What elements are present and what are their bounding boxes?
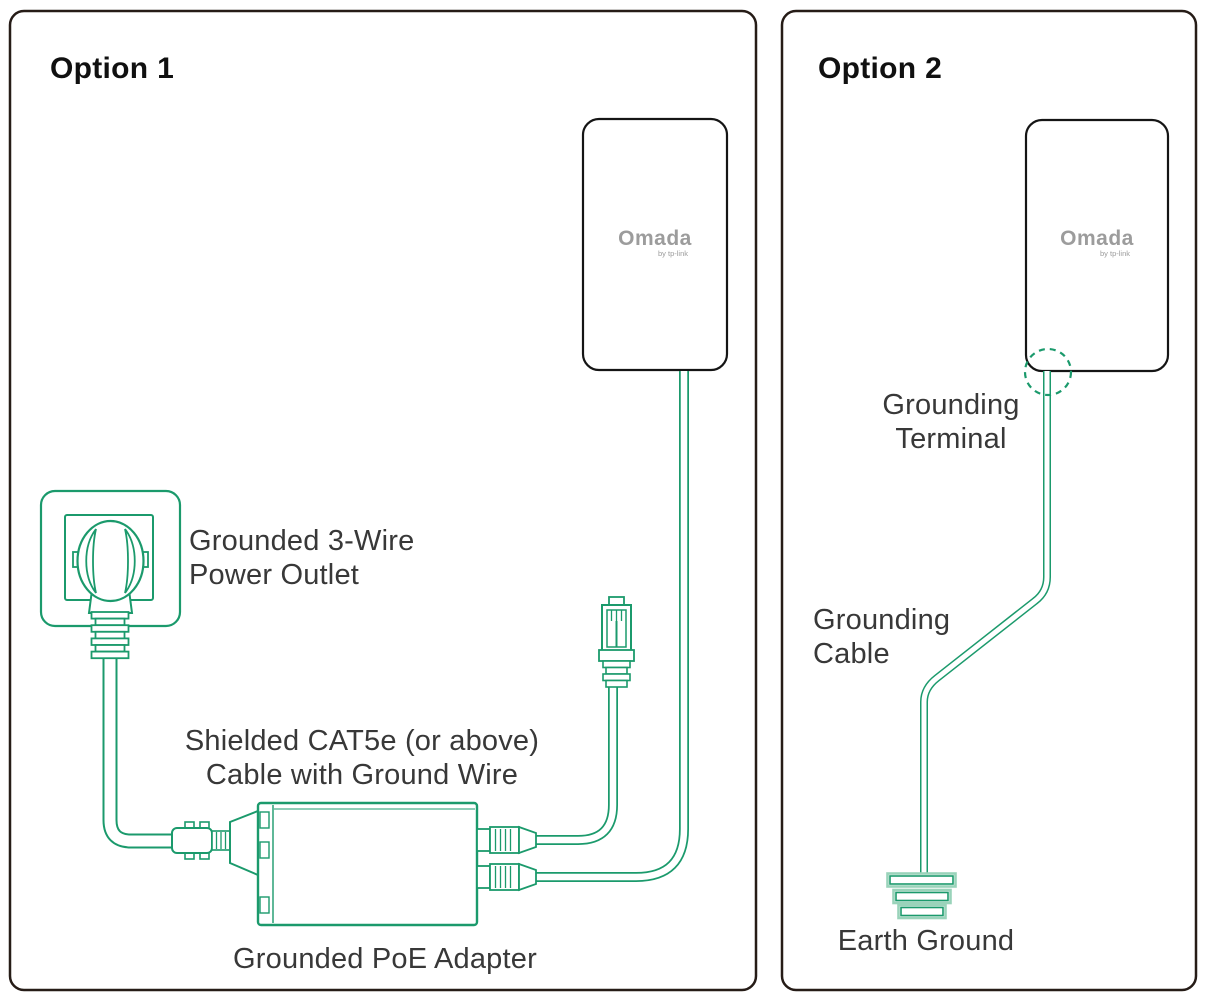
adapter-port-bottom — [476, 862, 537, 892]
grounding-cable-core — [921, 371, 1050, 875]
rj45-collar — [598, 649, 635, 662]
power-cord-core — [104, 650, 173, 847]
power-cord — [102, 650, 173, 849]
rib — [602, 660, 631, 669]
earth-bar3 — [900, 906, 944, 917]
label-terminal-line1: Grounding — [882, 389, 1019, 421]
option1-title: Option 1 — [50, 52, 174, 85]
panel-option2: Option 2 Omada by tp-link Grounding Term… — [780, 9, 1198, 992]
adapter-vent — [259, 811, 270, 829]
access-point-outline — [581, 117, 729, 372]
rib — [90, 637, 130, 646]
earth-bar1 — [889, 875, 954, 885]
access-point-device-option2: Omada by tp-link — [1024, 118, 1170, 373]
rib — [605, 679, 628, 688]
rib — [605, 666, 628, 675]
ap-cable-core — [535, 371, 688, 881]
ethernet-cable-to-ap — [535, 371, 689, 882]
omada-logo: Omada — [1060, 227, 1134, 250]
port-stub — [476, 865, 491, 889]
option2-title: Option 2 — [818, 52, 942, 85]
plug-crescent-left — [85, 528, 97, 594]
label-cable-line1: Shielded CAT5e (or above) — [185, 725, 539, 757]
omada-logo-sub: by tp-link — [658, 249, 688, 258]
adapter-vent — [259, 841, 270, 859]
earth-ground-icon — [886, 872, 957, 920]
rj45-plug-icon — [598, 596, 635, 688]
plug-block — [489, 826, 520, 854]
power-plug-icon — [72, 519, 149, 660]
rib — [94, 617, 126, 627]
plug-taper — [518, 825, 537, 855]
label-outlet-line1: Grounded 3-Wire — [189, 525, 414, 557]
label-groundcable-line2: Cable — [813, 638, 890, 670]
plug-boot-ribs — [90, 611, 130, 660]
rj45-pins — [610, 610, 623, 621]
label-terminal-line2: Terminal — [895, 423, 1006, 455]
plug-taper — [518, 862, 537, 892]
rib — [94, 644, 126, 653]
label-outlet-line2: Power Outlet — [189, 559, 359, 591]
grounding-terminal-circle — [1023, 347, 1073, 397]
port-stub — [476, 828, 491, 852]
omada-logo: Omada — [618, 227, 692, 250]
label-groundcable-line1: Grounding — [813, 604, 950, 636]
rib — [90, 611, 130, 620]
lan-cable-core — [535, 686, 617, 844]
adapter-port-top — [476, 825, 537, 855]
panel-option1: Option 1 Omada by tp-link — [8, 9, 758, 992]
adapter-inlet-taper — [229, 809, 259, 877]
earth-bar2 — [895, 891, 949, 902]
plug-block — [489, 863, 520, 891]
rib — [90, 650, 130, 660]
omada-logo-sub: by tp-link — [1100, 249, 1130, 258]
rib — [94, 630, 126, 640]
rib — [90, 624, 130, 633]
access-point-device-option1: Omada by tp-link — [581, 117, 729, 372]
access-point-outline — [1024, 118, 1170, 373]
rib — [602, 673, 631, 682]
panel-option1-border — [8, 9, 758, 992]
label-adapter: Grounded PoE Adapter — [233, 943, 537, 975]
plug-crescent-right — [124, 528, 136, 594]
poe-adapter-icon — [171, 801, 537, 927]
label-cable-line2: Cable with Ground Wire — [206, 759, 518, 791]
adapter-vent — [259, 896, 270, 914]
ethernet-cable-lan — [535, 686, 618, 845]
label-earth-ground: Earth Ground — [838, 925, 1015, 957]
grounding-cable — [920, 371, 1051, 875]
power-connector-barrel — [171, 827, 213, 854]
adapter-body — [256, 801, 479, 927]
rj45-boot-ribs — [602, 660, 631, 688]
